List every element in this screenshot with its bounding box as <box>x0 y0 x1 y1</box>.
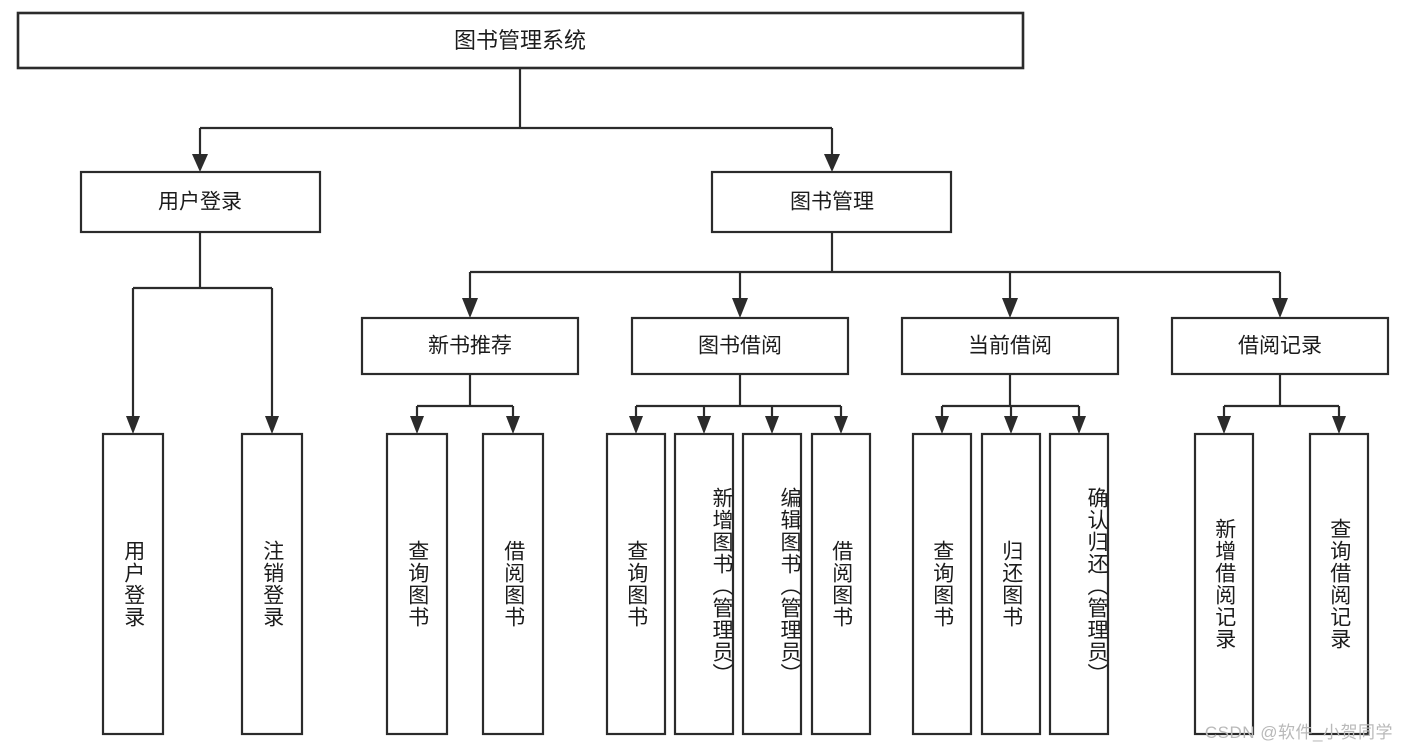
node-book-management[interactable]: 图书管理 <box>710 170 953 234</box>
node-borrow-record-label: 借阅记录 <box>1238 335 1322 358</box>
arrow-head-book-borrow <box>732 298 748 318</box>
leaf-box-query-borrow-record[interactable] <box>1308 432 1370 736</box>
connector-group-root-to-level2 <box>192 68 840 172</box>
arrow-head-borrow-record <box>1272 298 1288 318</box>
node-new-book-recommend[interactable]: 新书推荐 <box>360 316 580 376</box>
node-user-login[interactable]: 用户登录 <box>79 170 322 234</box>
leaf-box-borrow-book-1[interactable] <box>481 432 545 736</box>
node-current-borrow-label: 当前借阅 <box>968 335 1052 358</box>
connector-group-borrow-record-children <box>1217 374 1346 434</box>
arrow-head-leaf-confirm-return <box>1072 416 1086 434</box>
arrow-head-leaf-logout <box>265 416 279 434</box>
node-borrow-record[interactable]: 借阅记录 <box>1170 316 1390 376</box>
leaf-box-add-borrow-record[interactable] <box>1193 432 1255 736</box>
leaf-box-edit-book-admin[interactable] <box>741 432 803 736</box>
node-root-book-management-system[interactable]: 图书管理系统 <box>16 11 1025 70</box>
leaf-box-query-book-3[interactable] <box>911 432 973 736</box>
connector-group-user-login-children <box>126 232 279 434</box>
node-borrow-record-box[interactable] <box>1170 316 1390 376</box>
leaf-box-user-login[interactable] <box>101 432 165 736</box>
arrow-head-leaf-query-book-2 <box>629 416 643 434</box>
arrow-head-leaf-borrow-book-2 <box>834 416 848 434</box>
arrow-head-leaf-query-book-3 <box>935 416 949 434</box>
node-user-login-label: 用户登录 <box>158 191 242 214</box>
connector-group-book-manage-children <box>462 232 1288 318</box>
node-book-borrow-label: 图书借阅 <box>698 335 782 358</box>
arrow-head-leaf-query-record <box>1332 416 1346 434</box>
arrow-head-new-book-recommend <box>462 298 478 318</box>
arrow-head-user-login <box>192 154 208 172</box>
leaf-box-confirm-return-admin[interactable] <box>1048 432 1110 736</box>
arrow-head-leaf-add-book <box>697 416 711 434</box>
watermark-text: CSDN @软件_小贺同学 <box>1204 723 1393 742</box>
arrow-head-leaf-add-record <box>1217 416 1231 434</box>
arrow-head-leaf-query-book-1 <box>410 416 424 434</box>
arrow-head-leaf-user-login <box>126 416 140 434</box>
node-root-label: 图书管理系统 <box>454 28 586 53</box>
arrow-head-leaf-borrow-book-1 <box>506 416 520 434</box>
node-book-management-label: 图书管理 <box>790 191 874 214</box>
leaf-box-logout[interactable] <box>240 432 304 736</box>
connector-group-current-borrow-children <box>935 374 1086 434</box>
connector-group-new-book-children <box>410 374 520 434</box>
leaf-box-query-book-1[interactable] <box>385 432 449 736</box>
arrow-head-leaf-edit-book <box>765 416 779 434</box>
node-book-borrow-box[interactable] <box>630 316 850 376</box>
leaf-box-return-book[interactable] <box>980 432 1042 736</box>
arrow-head-leaf-return-book <box>1004 416 1018 434</box>
node-book-management-box[interactable] <box>710 170 953 234</box>
connector-group-book-borrow-children <box>629 374 848 434</box>
leaf-box-query-book-2[interactable] <box>605 432 667 736</box>
arrow-head-book-manage <box>824 154 840 172</box>
node-current-borrow-box[interactable] <box>900 316 1120 376</box>
node-root-box[interactable] <box>16 11 1025 70</box>
leaf-box-borrow-book-2[interactable] <box>810 432 872 736</box>
node-user-login-box[interactable] <box>79 170 322 234</box>
leaf-box-add-book-admin[interactable] <box>673 432 735 736</box>
node-new-book-recommend-label: 新书推荐 <box>428 335 512 358</box>
node-book-borrow[interactable]: 图书借阅 <box>630 316 850 376</box>
node-current-borrow[interactable]: 当前借阅 <box>900 316 1120 376</box>
node-new-book-recommend-box[interactable] <box>360 316 580 376</box>
arrow-head-current-borrow <box>1002 298 1018 318</box>
